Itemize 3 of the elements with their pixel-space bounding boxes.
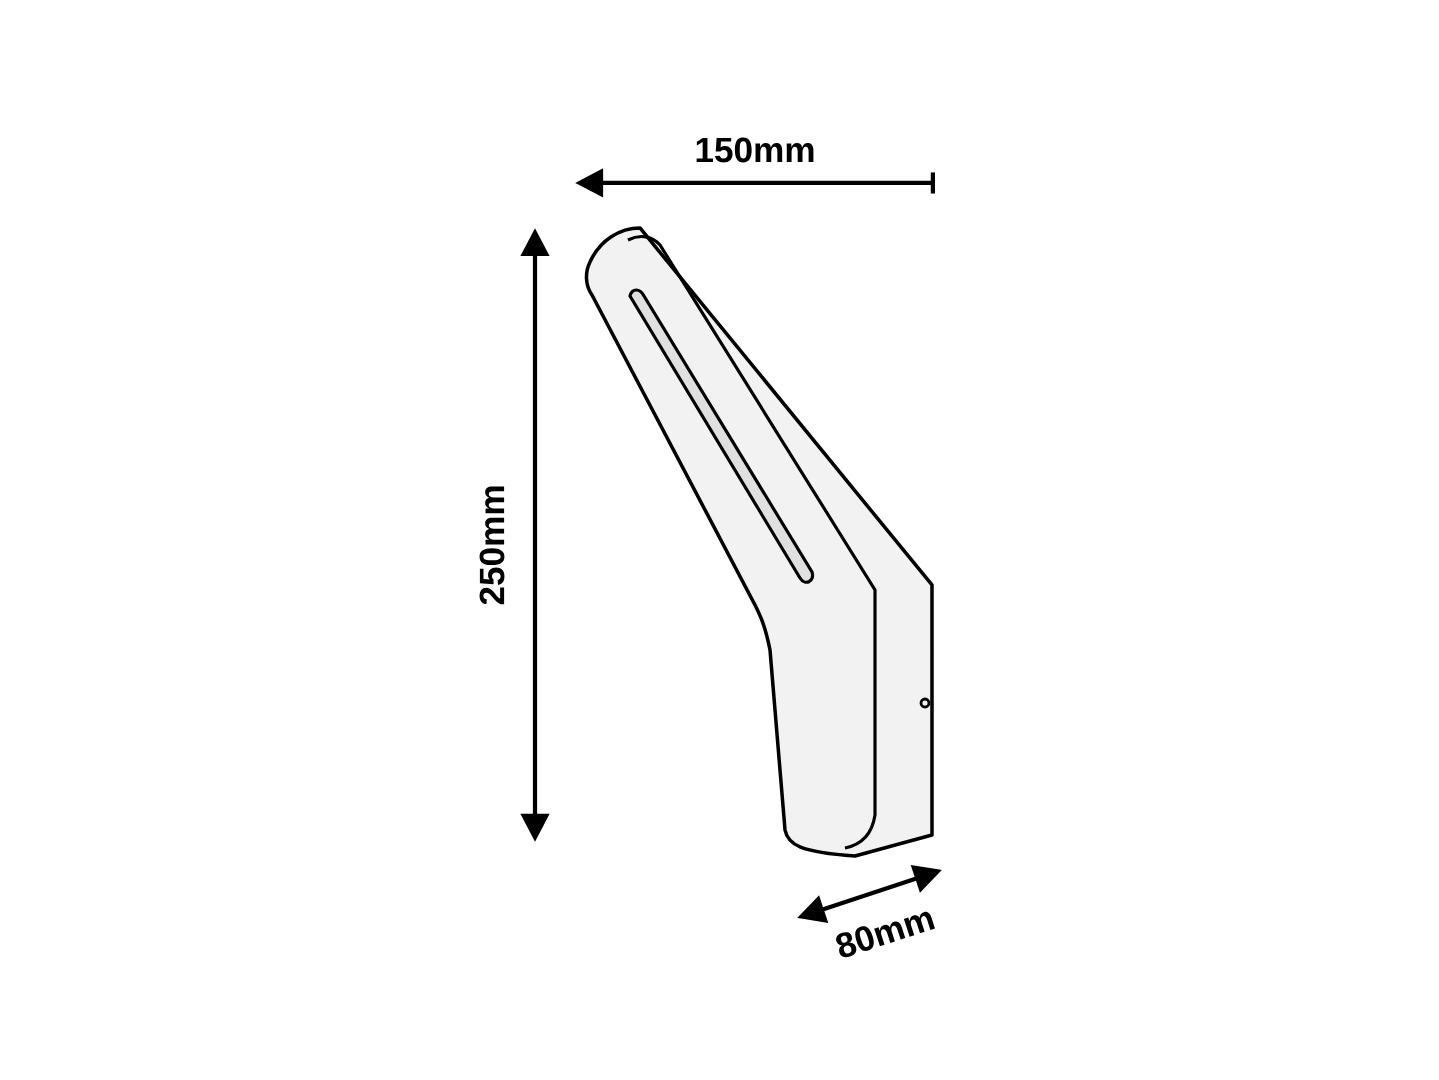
dimension-label: 80mm	[836, 911, 935, 958]
dimension-label: 250mm	[479, 486, 505, 605]
dimension-label: 150mm	[696, 137, 814, 163]
